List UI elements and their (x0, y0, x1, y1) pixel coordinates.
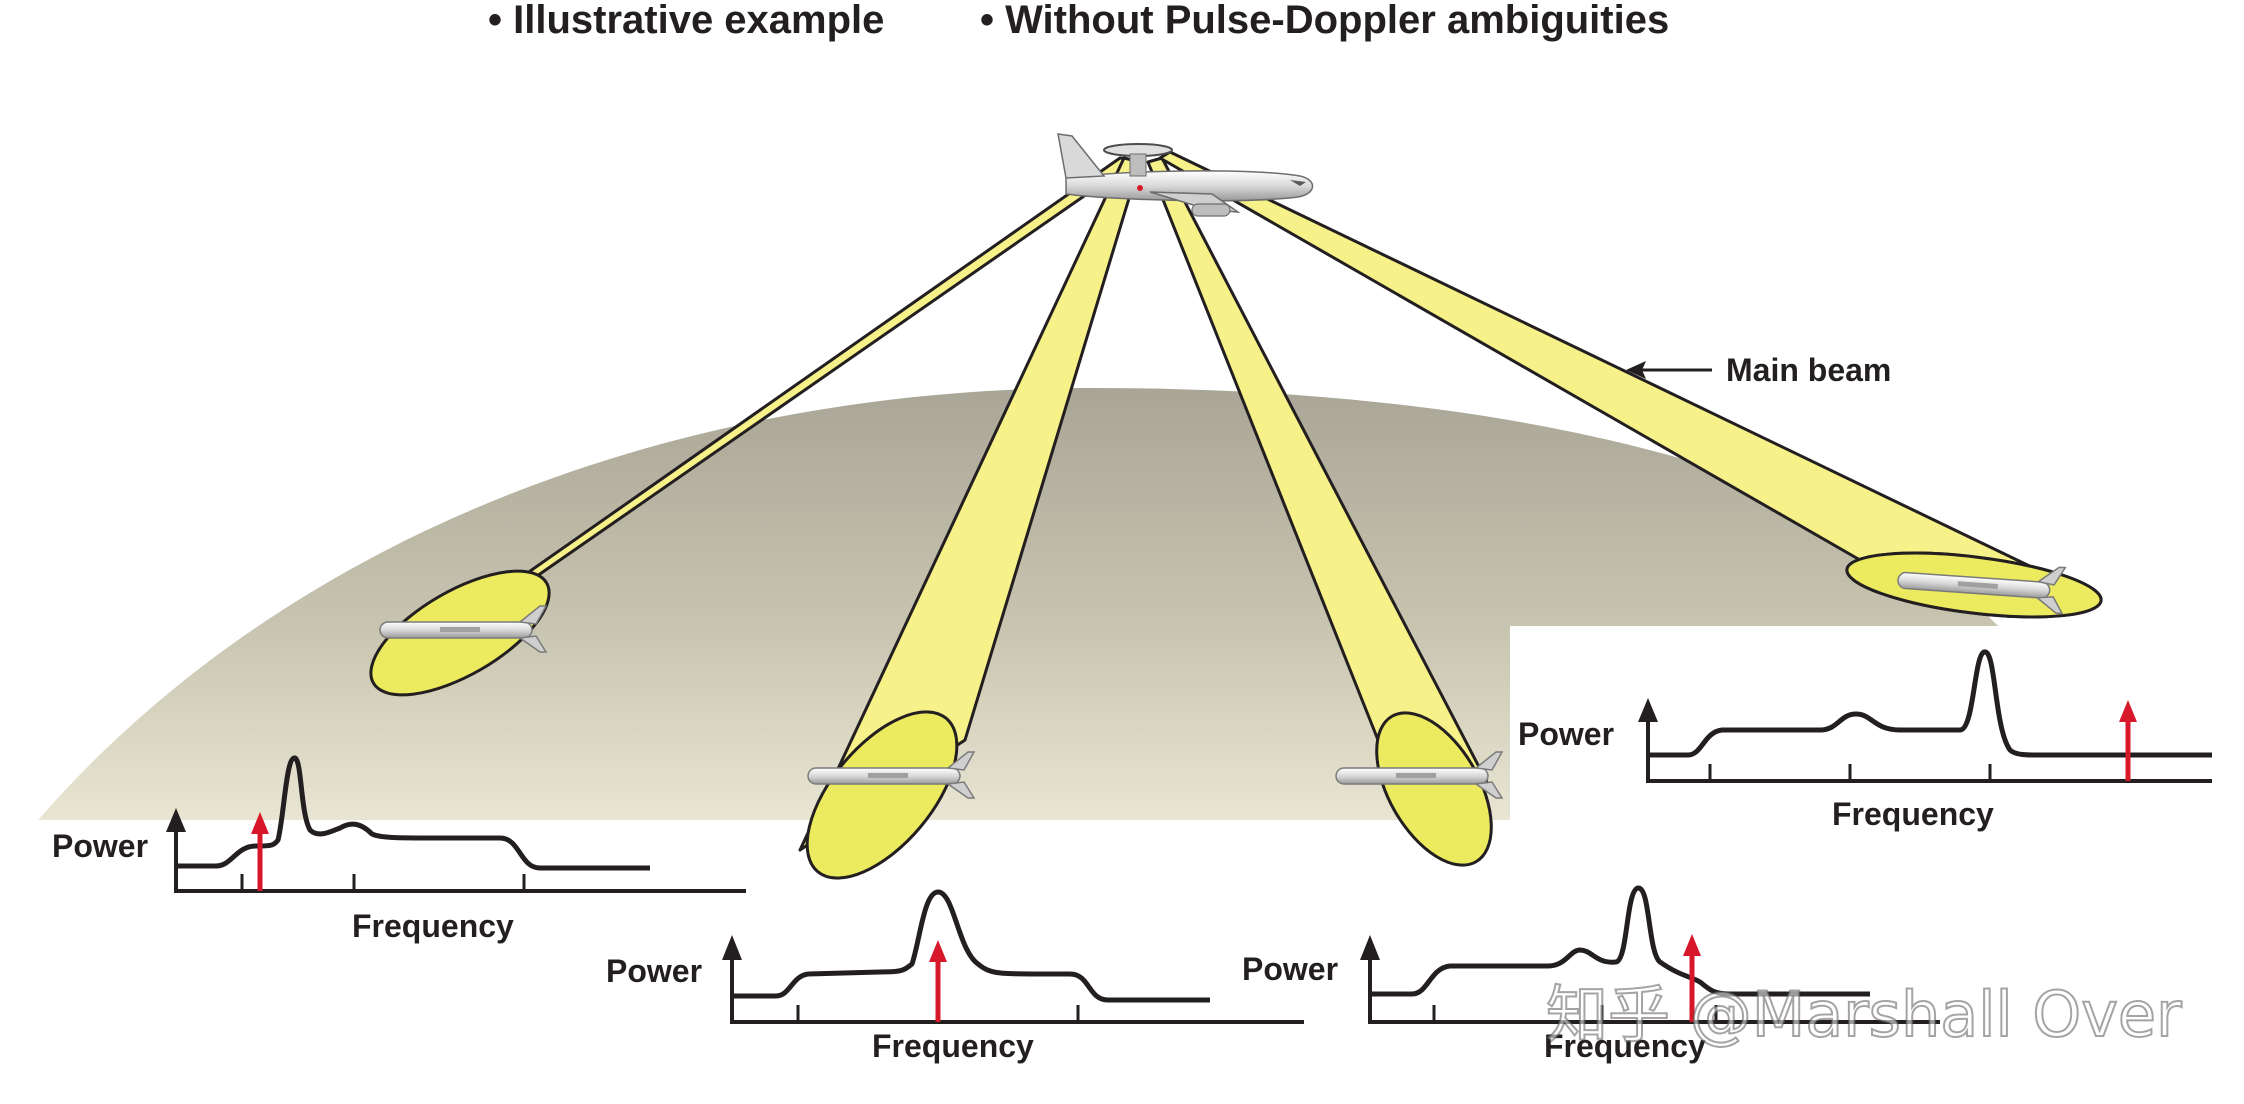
title-bullet-1: • Illustrative example (488, 0, 884, 42)
spectrum-left-curve (176, 755, 650, 871)
spectrum-right-y-label: Power (1518, 716, 1614, 752)
target-arrow-icon (251, 812, 269, 834)
main-beam-annotation: Main beam (1626, 352, 1891, 388)
spectrum-left-y-label: Power (52, 828, 148, 864)
target-arrow-icon (1683, 934, 1701, 956)
beam-2 (798, 156, 1142, 880)
arrow-up-icon (722, 935, 742, 960)
cruise-missile-4 (1897, 566, 2067, 615)
spectrum-center-right-curve (1370, 885, 1870, 997)
beam-2-footprint (805, 710, 959, 880)
spectrum-center-left-y-label: Power (606, 953, 702, 989)
spectrum-plot-left: Power Frequency (52, 755, 746, 944)
target-arrow-icon (929, 940, 947, 962)
arrow-up-icon (1638, 698, 1658, 722)
beam-3-footprint (1375, 711, 1493, 867)
spectrum-right-curve (1648, 649, 2212, 758)
awacs-aircraft-icon (1057, 133, 1314, 217)
ground-surface (38, 387, 1998, 820)
cruise-missile-1 (379, 605, 548, 653)
right-spectrum-panel (1512, 626, 2244, 846)
spectrum-center-left-x-label: Frequency (872, 1028, 1034, 1064)
spectrum-center-right-y-label: Power (1242, 951, 1338, 987)
radar-beams (369, 150, 2103, 880)
title-bullet-2: • Without Pulse-Doppler ambiguities (980, 0, 1669, 42)
target-arrow-icon (2119, 700, 2137, 722)
header: • Illustrative example • Without Pulse-D… (488, 0, 1669, 42)
spectrum-plot-center-right: Power Frequency (1242, 885, 1940, 1064)
spectrum-center-right-x-label: Frequency (1544, 1028, 1706, 1064)
main-beam-label: Main beam (1726, 352, 1891, 388)
spectrum-right-x-label: Frequency (1832, 796, 1994, 832)
cruise-missile-2 (807, 751, 976, 799)
spectrum-plot-center-left: Power Frequency (606, 889, 1304, 1064)
watermark: 知乎 @Marshall Over (1546, 978, 2182, 1051)
arrow-up-icon (166, 808, 186, 832)
spectrum-left-x-label: Frequency (352, 908, 514, 944)
arrow-left-icon (1626, 361, 1646, 379)
cruise-missile-3 (1335, 751, 1504, 799)
arrow-up-icon (1360, 935, 1380, 960)
spectrum-plot-right: Power Frequency (1518, 649, 2212, 832)
spectrum-center-left-curve (732, 889, 1210, 1003)
